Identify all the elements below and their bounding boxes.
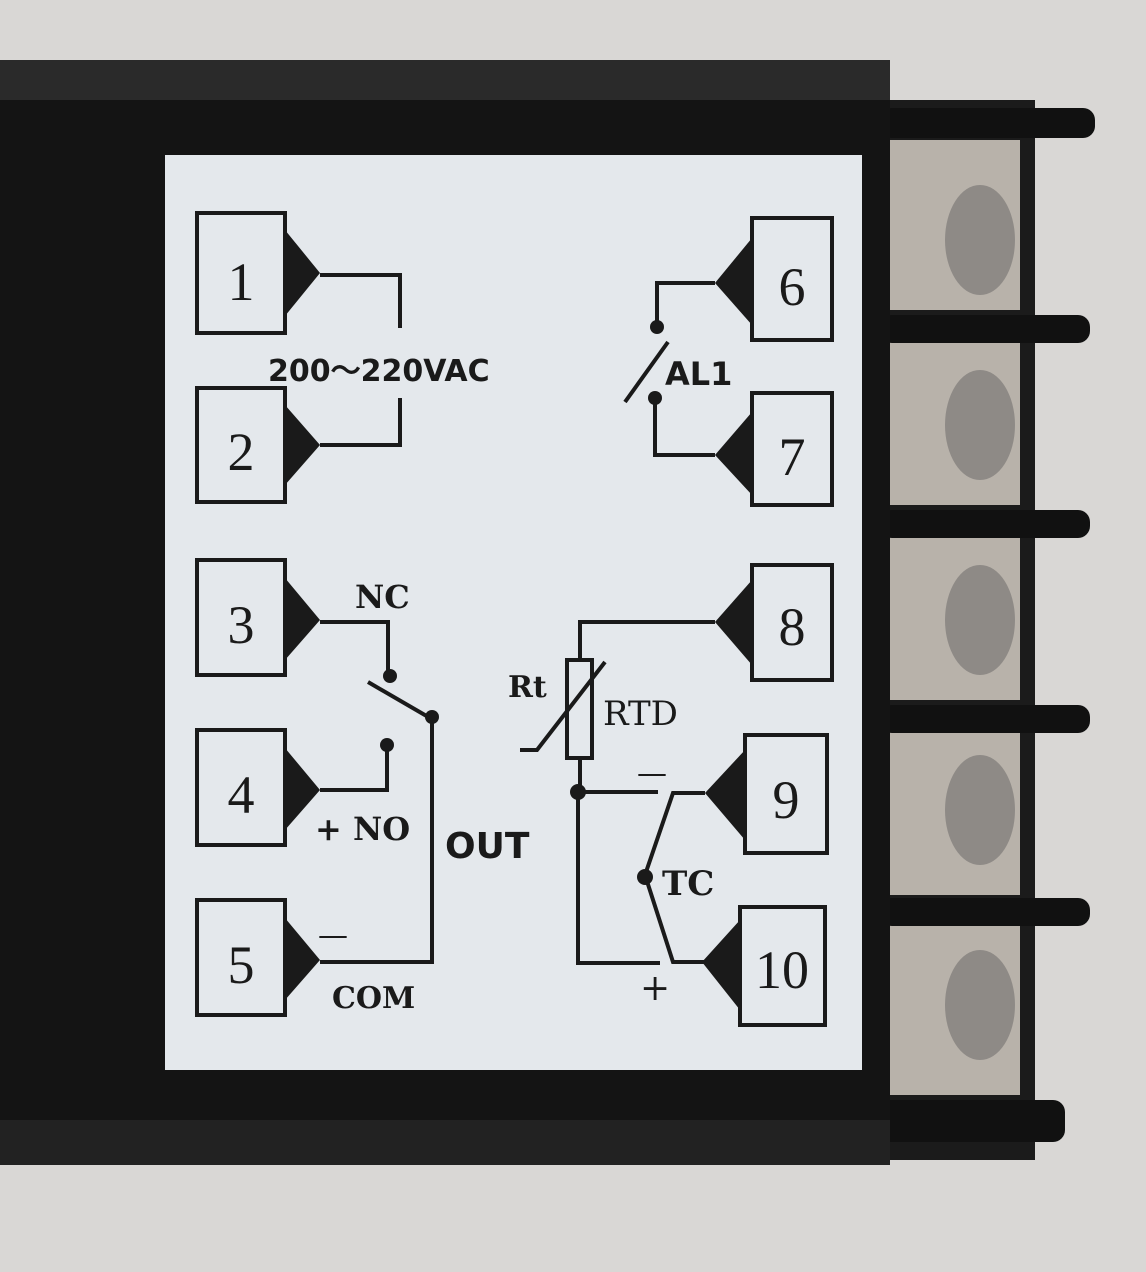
tc-minus-label: — bbox=[637, 756, 667, 791]
no-label: + NO bbox=[315, 810, 410, 848]
alarm-relay-wiring: AL1 bbox=[623, 281, 732, 457]
alarm-label: AL1 bbox=[665, 355, 732, 393]
terminal-8: 8 bbox=[715, 563, 834, 682]
terminal-number: 5 bbox=[228, 935, 255, 995]
terminal-4: 4 bbox=[195, 728, 320, 847]
output-relay-wiring: NC + NO OUT — COM bbox=[315, 578, 530, 1016]
rtd-label: RTD bbox=[603, 694, 678, 734]
terminal-7: 7 bbox=[715, 391, 834, 507]
terminal-3: 3 bbox=[195, 558, 320, 677]
terminal-block bbox=[860, 100, 1095, 1160]
terminal-5: 5 bbox=[195, 898, 320, 1017]
terminal-number: 9 bbox=[773, 770, 800, 830]
terminal-number: 6 bbox=[779, 257, 806, 317]
rt-label: Rt bbox=[508, 670, 547, 705]
wiring-label bbox=[165, 155, 862, 1070]
terminal-10: 10 bbox=[702, 905, 827, 1027]
com-label: COM bbox=[332, 981, 415, 1016]
terminal-2: 2 bbox=[195, 386, 320, 504]
terminal-6: 6 bbox=[715, 216, 834, 342]
out-label: OUT bbox=[445, 826, 530, 867]
terminal-number: 4 bbox=[228, 765, 255, 825]
sensor-input-wiring: Rt RTD — TC + bbox=[508, 620, 715, 1009]
terminal-1: 1 bbox=[195, 211, 320, 335]
nc-label: NC bbox=[355, 578, 410, 616]
tc-plus-label: + bbox=[640, 968, 670, 1009]
terminal-number: 1 bbox=[228, 252, 255, 312]
terminal-number: 2 bbox=[228, 422, 255, 482]
terminal-number: 3 bbox=[228, 595, 255, 655]
power-label: 200～220VAC bbox=[268, 354, 490, 389]
terminal-9: 9 bbox=[705, 733, 829, 855]
terminal-number: 10 bbox=[755, 940, 809, 1000]
terminal-number: 7 bbox=[779, 427, 806, 487]
terminal-number: 8 bbox=[779, 597, 806, 657]
power-wiring: 200～220VAC bbox=[268, 273, 490, 447]
tc-label: TC bbox=[662, 864, 714, 904]
minus-label: — bbox=[318, 918, 348, 953]
